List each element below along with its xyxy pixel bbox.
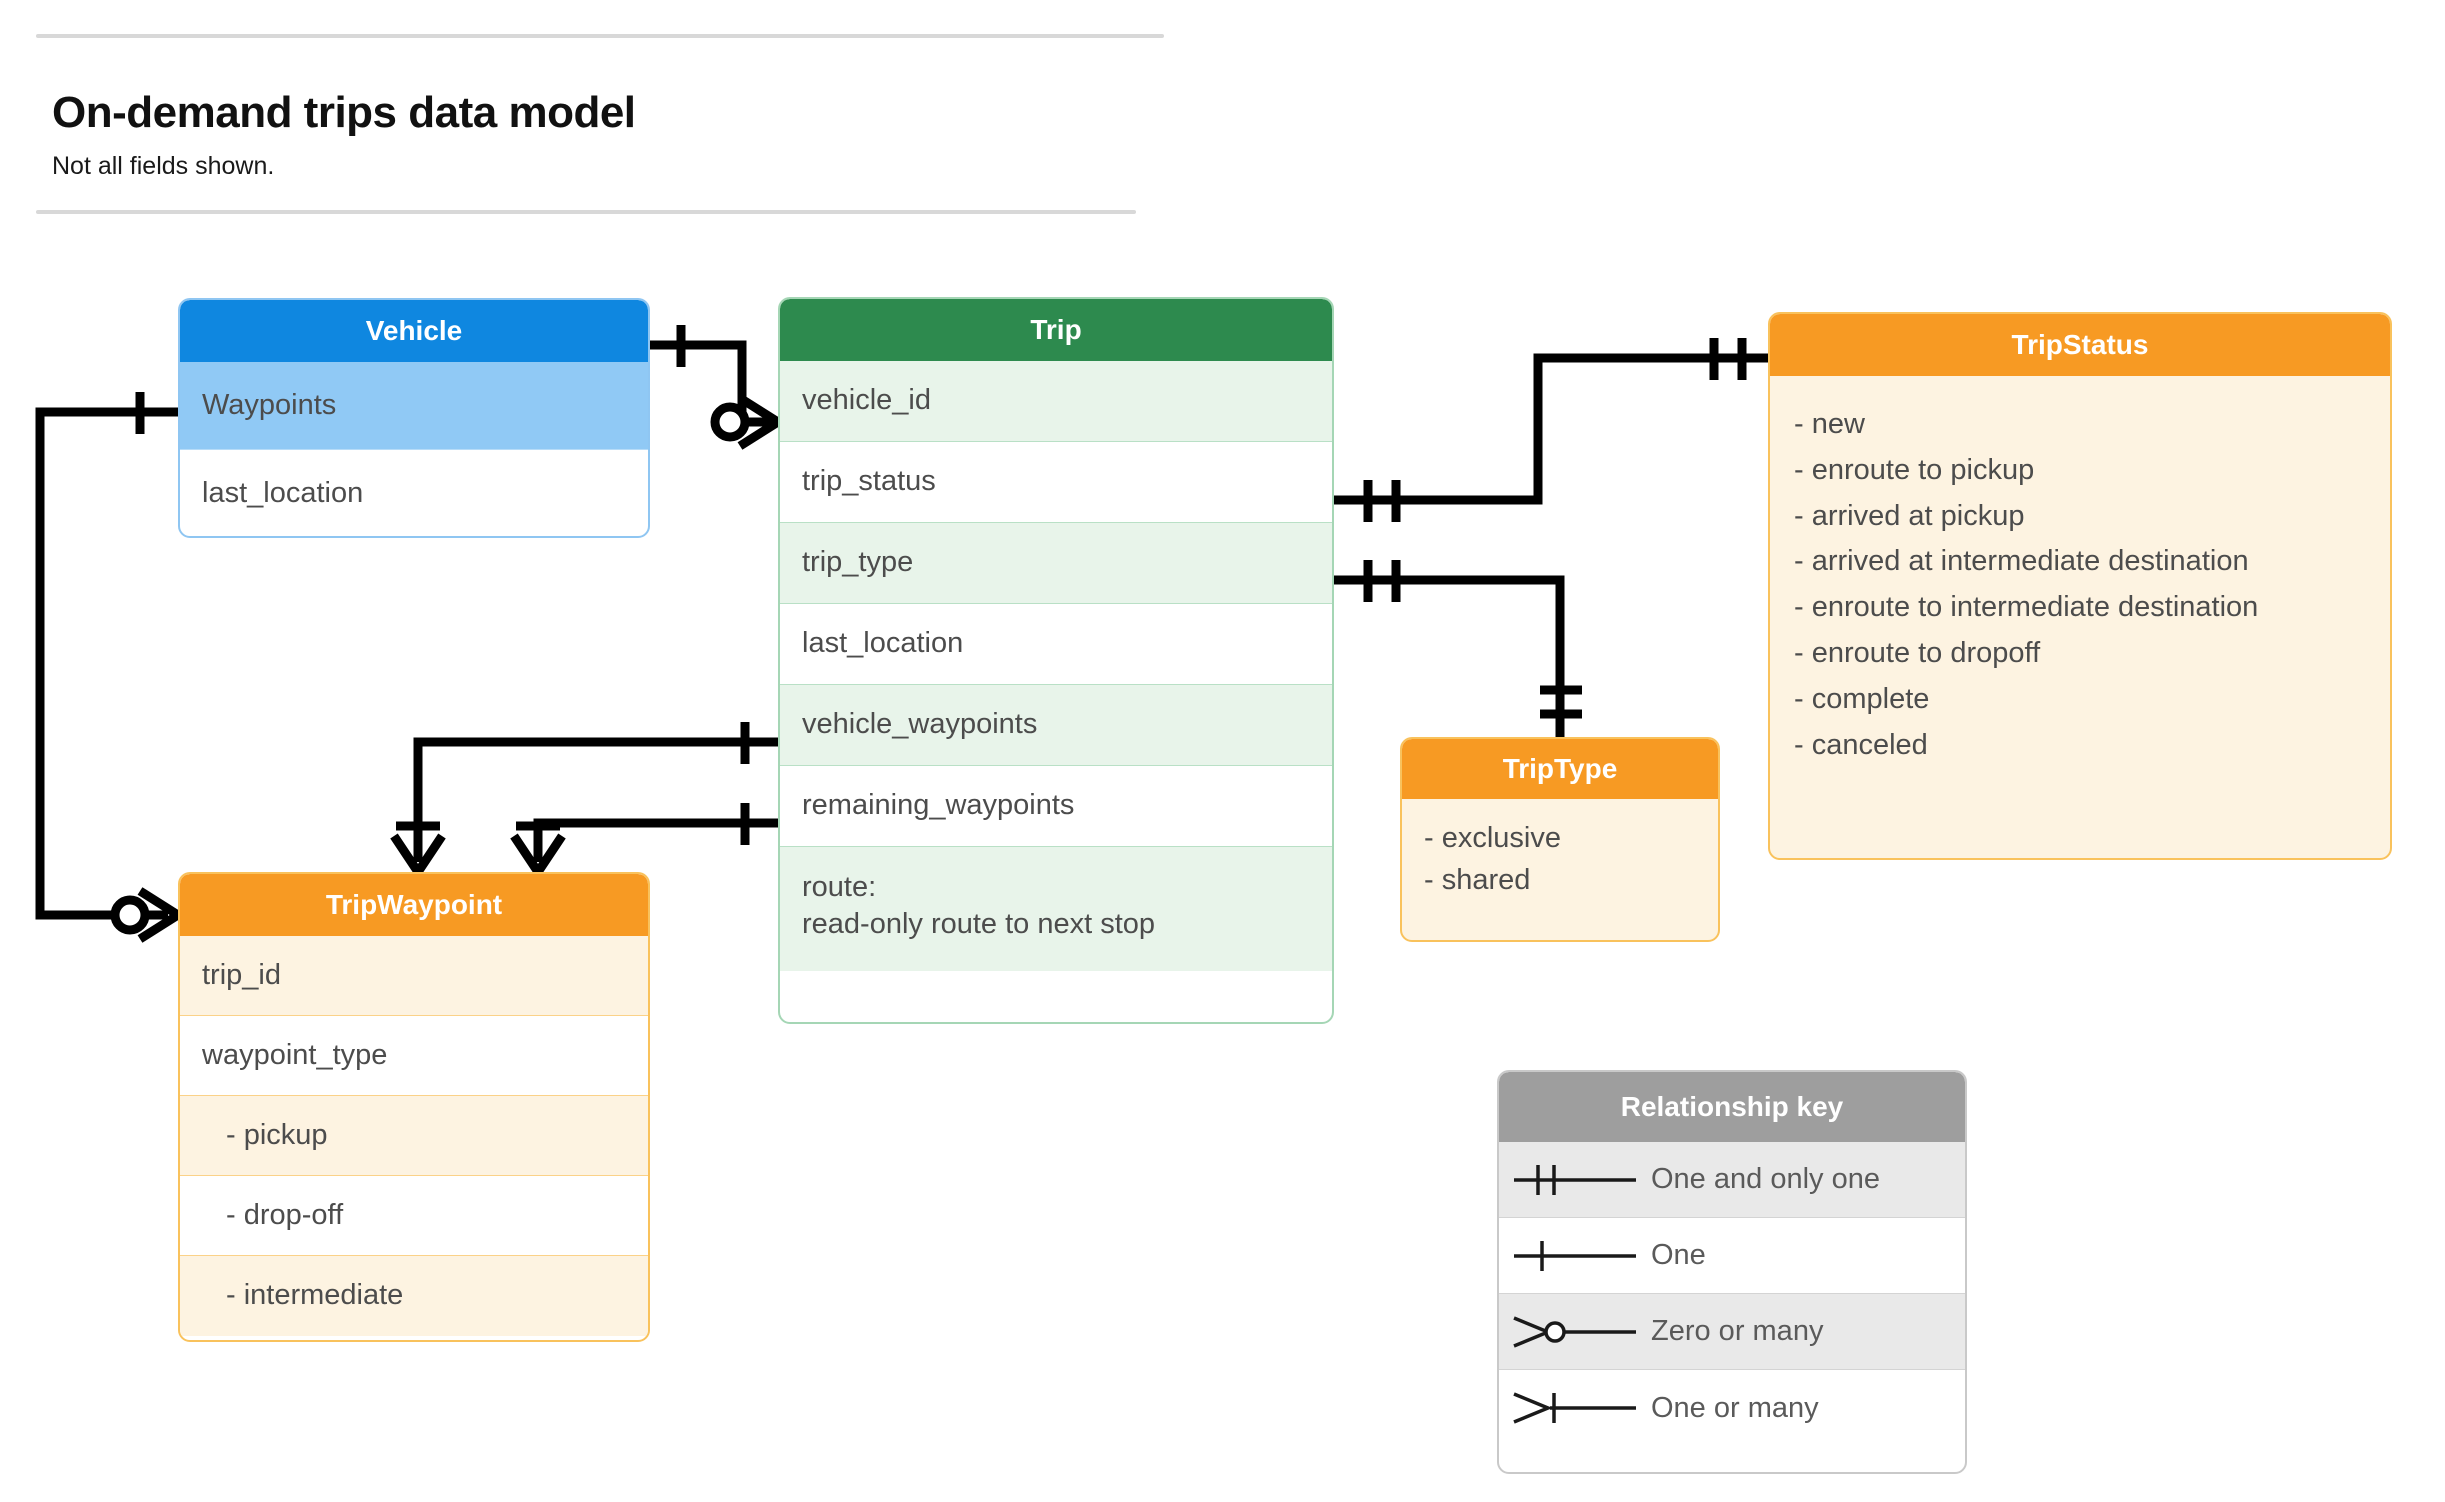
entity-tripwaypoint[interactable]: TripWaypoint trip_id waypoint_type - pic… xyxy=(178,872,650,1342)
entity-tripstatus-title: TripStatus xyxy=(1770,314,2390,376)
field-row[interactable]: remaining_waypoints xyxy=(780,766,1332,847)
one-or-many-icon xyxy=(1499,1385,1651,1431)
page-header: On-demand trips data model Not all field… xyxy=(36,34,1164,214)
relationship-key-title: Relationship key xyxy=(1499,1072,1965,1142)
legend-row-one-and-only-one: One and only one xyxy=(1499,1142,1965,1218)
enum-value: - enroute to intermediate destination xyxy=(1794,591,2259,624)
field-row[interactable]: vehicle_waypoints xyxy=(780,685,1332,766)
field-row[interactable]: - intermediate xyxy=(180,1256,648,1336)
enum-value: - arrived at pickup xyxy=(1794,499,2025,532)
enum-value: - shared xyxy=(1424,864,1531,897)
legend-label: One or many xyxy=(1651,1391,1819,1424)
one-and-only-one-icon xyxy=(1499,1157,1651,1203)
field-row[interactable]: - drop-off xyxy=(180,1176,648,1256)
header-divider-top xyxy=(36,34,1164,38)
enum-value: - complete xyxy=(1794,682,1930,715)
entity-trip-title: Trip xyxy=(780,299,1332,361)
relationship-key-legend: Relationship key One and only one xyxy=(1497,1070,1967,1474)
entity-tripstatus[interactable]: TripStatus - new - enroute to pickup - a… xyxy=(1768,312,2392,860)
legend-row-one: One xyxy=(1499,1218,1965,1294)
field-row[interactable]: waypoint_type xyxy=(180,1016,648,1096)
entity-triptype-values: - exclusive - shared xyxy=(1402,799,1718,901)
field-row[interactable]: Waypoints xyxy=(180,362,648,450)
field-row[interactable]: vehicle_id xyxy=(780,361,1332,442)
entity-tripstatus-values: - new - enroute to pickup - arrived at p… xyxy=(1770,376,2390,769)
enum-value: - canceled xyxy=(1794,728,1928,761)
enum-value: - exclusive xyxy=(1424,822,1561,854)
entity-vehicle[interactable]: Vehicle Waypoints last_location xyxy=(178,298,650,538)
one-icon xyxy=(1499,1233,1651,1279)
header-divider-bottom xyxy=(36,210,1136,214)
entity-trip[interactable]: Trip vehicle_id trip_status trip_type la… xyxy=(778,297,1334,1024)
entity-tripwaypoint-fields: trip_id waypoint_type - pickup - drop-of… xyxy=(180,936,648,1336)
field-row[interactable]: trip_status xyxy=(780,442,1332,523)
zero-or-many-icon xyxy=(1499,1309,1651,1355)
entity-trip-fields: vehicle_id trip_status trip_type last_lo… xyxy=(780,361,1332,971)
entity-triptype-title: TripType xyxy=(1402,739,1718,799)
legend-row-one-or-many: One or many xyxy=(1499,1370,1965,1446)
enum-value: - enroute to pickup xyxy=(1794,453,2035,486)
field-row[interactable]: last_location xyxy=(202,477,364,510)
legend-label: One and only one xyxy=(1651,1163,1880,1195)
page-subtitle: Not all fields shown. xyxy=(52,152,275,180)
field-row[interactable]: last_location xyxy=(780,604,1332,685)
field-row[interactable]: trip_id xyxy=(180,936,648,1016)
legend-label: One xyxy=(1651,1239,1706,1271)
entity-vehicle-fields: Waypoints last_location xyxy=(180,362,648,536)
enum-value: - enroute to dropoff xyxy=(1794,637,2041,670)
enum-value: - new xyxy=(1794,408,1865,440)
entity-triptype[interactable]: TripType - exclusive - shared xyxy=(1400,737,1720,942)
field-row[interactable]: - pickup xyxy=(180,1096,648,1176)
entity-tripwaypoint-title: TripWaypoint xyxy=(180,874,648,936)
page-title: On-demand trips data model xyxy=(52,88,636,137)
field-row[interactable]: route: read-only route to next stop xyxy=(780,847,1332,971)
enum-value: - arrived at intermediate destination xyxy=(1794,545,2249,578)
field-row[interactable]: trip_type xyxy=(780,523,1332,604)
legend-row-zero-or-many: Zero or many xyxy=(1499,1294,1965,1370)
legend-label: Zero or many xyxy=(1651,1315,1824,1347)
entity-vehicle-title: Vehicle xyxy=(180,300,648,362)
